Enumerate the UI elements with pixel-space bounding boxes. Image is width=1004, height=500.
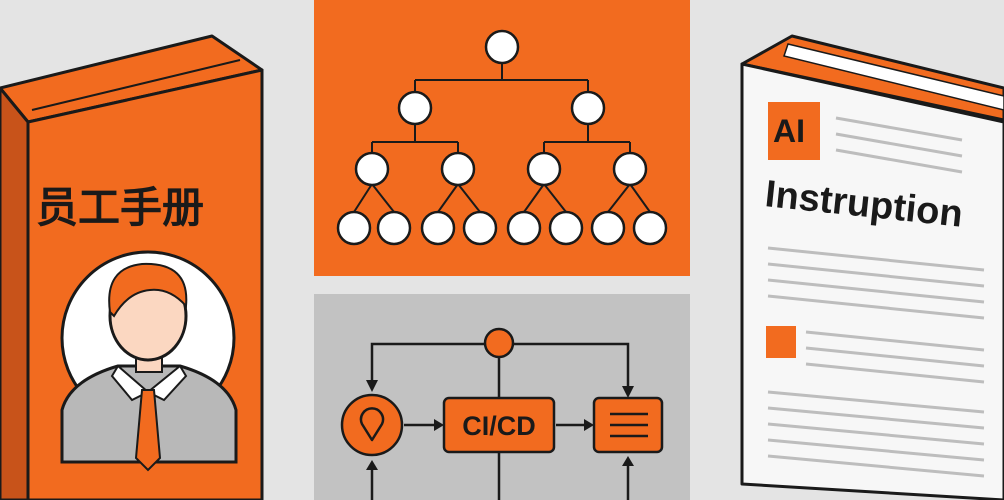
cicd-label: CI/CD [462, 411, 536, 441]
menu-lines-icon [592, 396, 664, 454]
tree-diagram-icon [353, 62, 651, 213]
person-icon [60, 250, 238, 472]
ai-instruction-book: AI Instruption [740, 34, 1004, 500]
employee-handbook-book: 员工手册 [0, 34, 264, 500]
cicd-panel: CI/CD [314, 294, 690, 500]
handbook-title: 员工手册 [36, 183, 204, 232]
ai-badge: AI [773, 113, 805, 149]
location-pin-icon [340, 393, 404, 457]
tree-diagram-panel [314, 0, 690, 276]
